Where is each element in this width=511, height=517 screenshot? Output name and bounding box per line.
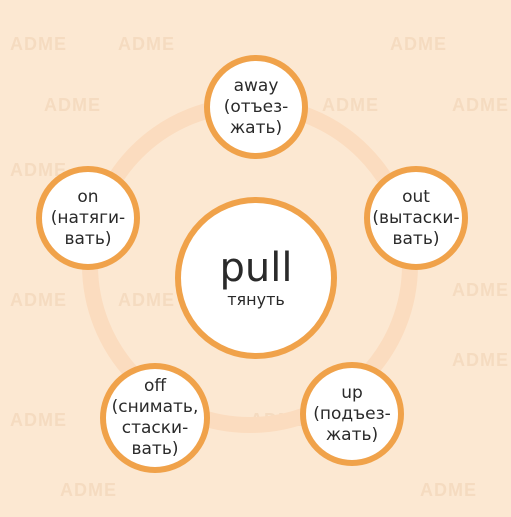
circle-label-line: out	[402, 186, 430, 207]
circle-label-line: стаски-	[121, 418, 189, 438]
circle-label-line: on	[77, 186, 99, 207]
watermark: ADME	[10, 410, 67, 430]
circle-up: up (подъез- жать)	[300, 362, 404, 466]
circle-off: off (снимать, стаски- вать)	[100, 363, 210, 473]
watermark: ADME	[10, 34, 67, 54]
circle-label-line: (отъез-	[223, 96, 289, 117]
center-translation: тянуть	[227, 290, 285, 309]
circle-label-line: (подъез-	[313, 403, 391, 424]
watermark: ADME	[10, 160, 67, 180]
circle-on: on (натяги- вать)	[36, 166, 140, 270]
circle-label-line: (натяги-	[50, 207, 126, 228]
circle-label-line: жать)	[229, 117, 283, 138]
watermark: ADME	[452, 280, 509, 300]
center-word: pull	[219, 245, 293, 291]
circle-label-line: жать)	[325, 424, 379, 445]
watermark: ADME	[390, 34, 447, 54]
watermark: ADME	[118, 34, 175, 54]
circle-out: out (вытаски- вать)	[364, 166, 468, 270]
circle-label-line: вать)	[392, 228, 440, 249]
center-circle: pull тянуть	[175, 197, 337, 359]
watermark: ADME	[44, 95, 101, 115]
circle-label-line: вать)	[64, 228, 112, 249]
circle-label-line: вать)	[131, 439, 179, 459]
circle-label-line: up	[341, 382, 363, 403]
watermark: ADME	[10, 290, 67, 310]
circle-label-line: (снимать,	[111, 397, 199, 417]
watermark: ADME	[322, 95, 379, 115]
watermark: ADME	[452, 350, 509, 370]
watermark: ADME	[452, 95, 509, 115]
watermark: ADME	[420, 480, 477, 500]
circle-label-line: (вытаски-	[372, 207, 460, 228]
circle-label-line: away	[233, 75, 279, 96]
circle-away: away (отъез- жать)	[204, 55, 308, 159]
circle-label-line: off	[143, 376, 167, 396]
watermark: ADME	[60, 480, 117, 500]
